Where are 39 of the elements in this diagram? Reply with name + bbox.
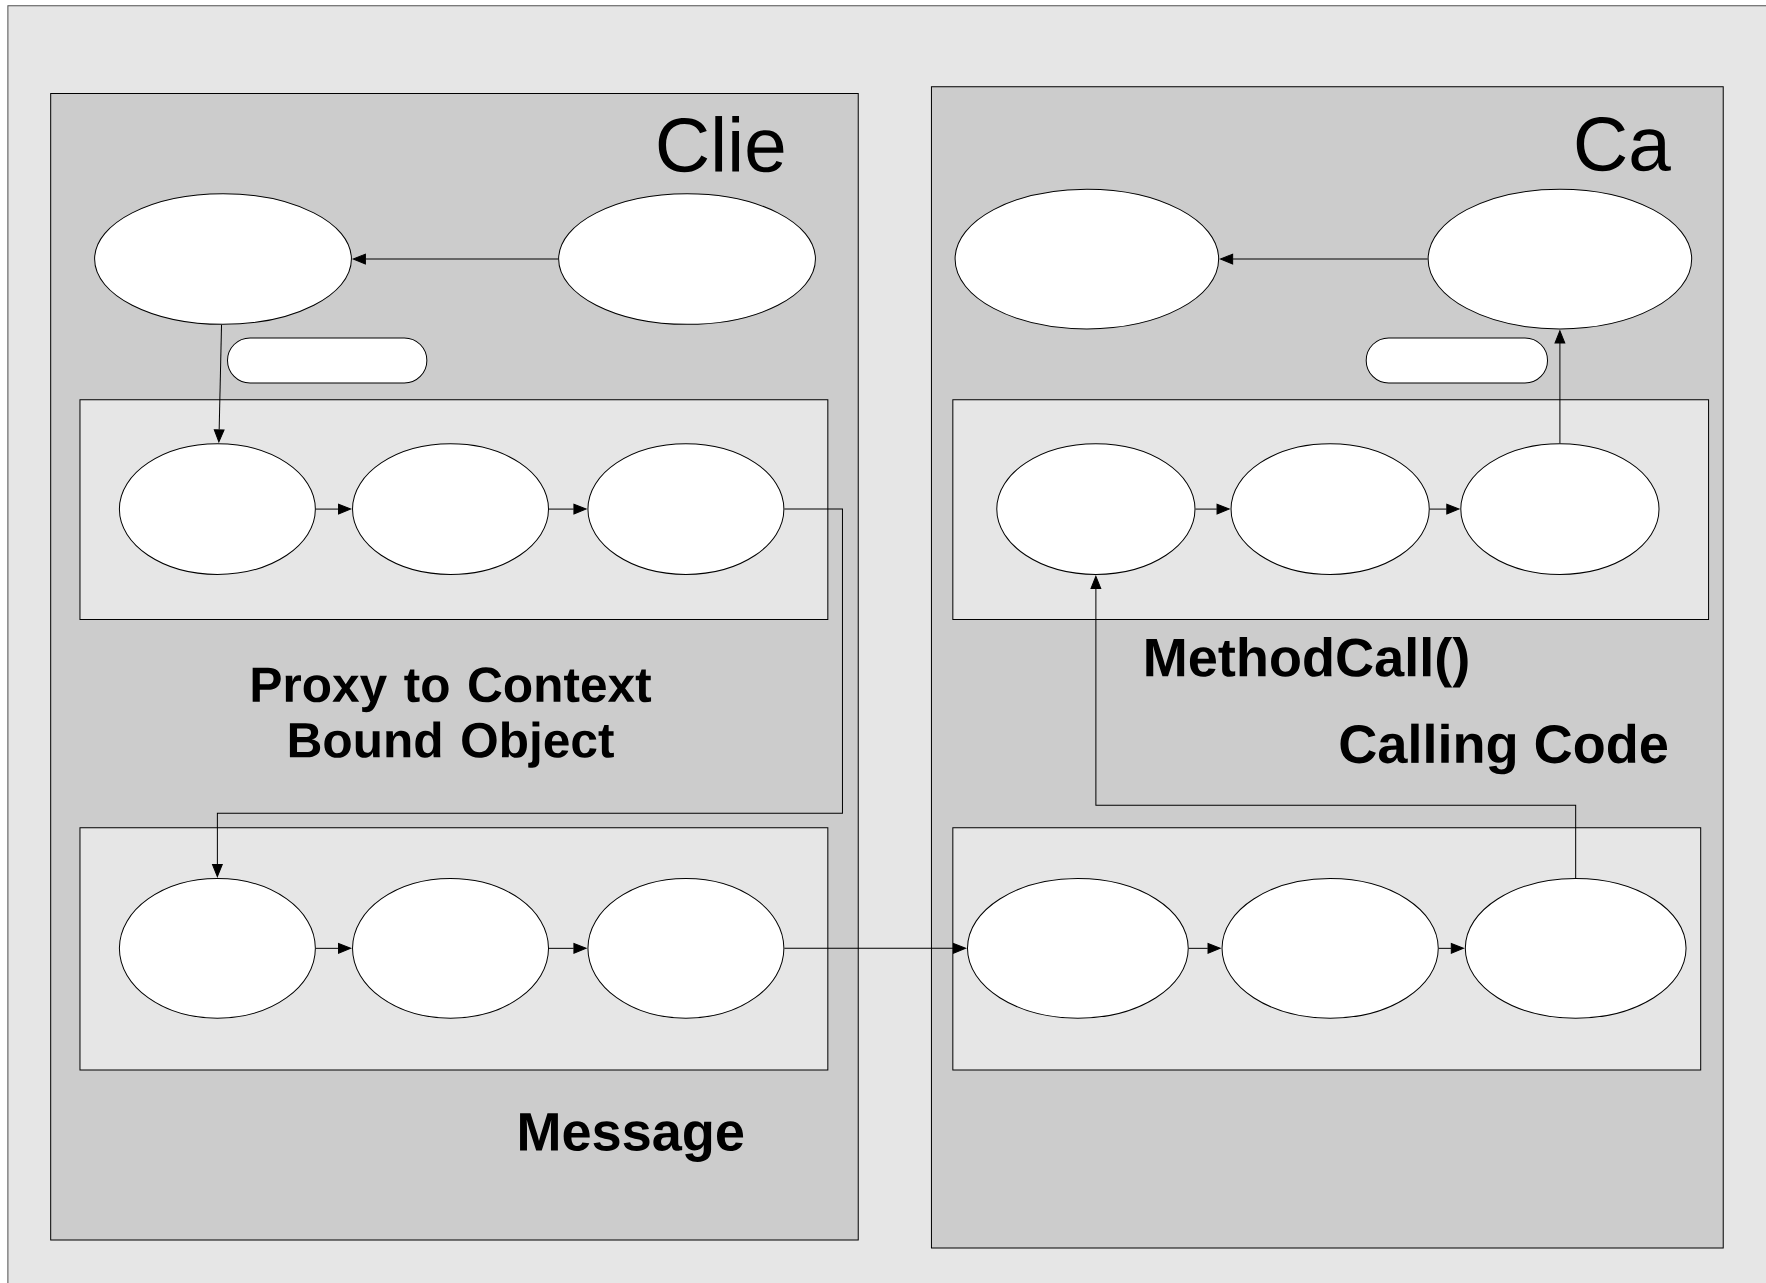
ellipse [1230, 443, 1430, 575]
ellipse [1221, 878, 1439, 1019]
ellipse [587, 878, 785, 1019]
arrow [213, 324, 225, 443]
ellipse [558, 193, 816, 325]
arrow [1188, 942, 1221, 954]
arrow [1429, 503, 1460, 515]
label-text: Ca [1576, 117, 1671, 172]
ellipse [1464, 878, 1687, 1019]
arrow [315, 503, 352, 515]
label-text: Calling Code [1340, 723, 1668, 775]
pill [227, 337, 428, 384]
arrow [1195, 503, 1230, 515]
ellipse [967, 878, 1189, 1019]
label-text: MethodCall() [1146, 637, 1468, 688]
pill [1365, 337, 1548, 384]
ellipse [996, 443, 1196, 575]
arrow [548, 942, 587, 954]
ellipse [352, 878, 549, 1019]
arrow [212, 508, 843, 878]
ellipse [94, 193, 352, 325]
ellipse [587, 443, 785, 575]
arrow [548, 503, 587, 515]
ellipse [1427, 188, 1693, 330]
ellipse [118, 878, 316, 1019]
arrow [1554, 330, 1566, 444]
arrow [1220, 253, 1429, 265]
ellipse [1460, 443, 1660, 575]
ellipse [118, 443, 316, 575]
arrow [352, 253, 559, 265]
arrow [1438, 942, 1464, 954]
arrow [1090, 575, 1577, 879]
label-text: Message [520, 1113, 744, 1162]
label-text: Clie [658, 116, 784, 173]
arrow [783, 942, 967, 954]
ellipse [954, 188, 1220, 330]
label-text: Proxy to Context Bound Object [252, 667, 652, 768]
ellipse [352, 443, 549, 575]
arrow [315, 942, 352, 954]
